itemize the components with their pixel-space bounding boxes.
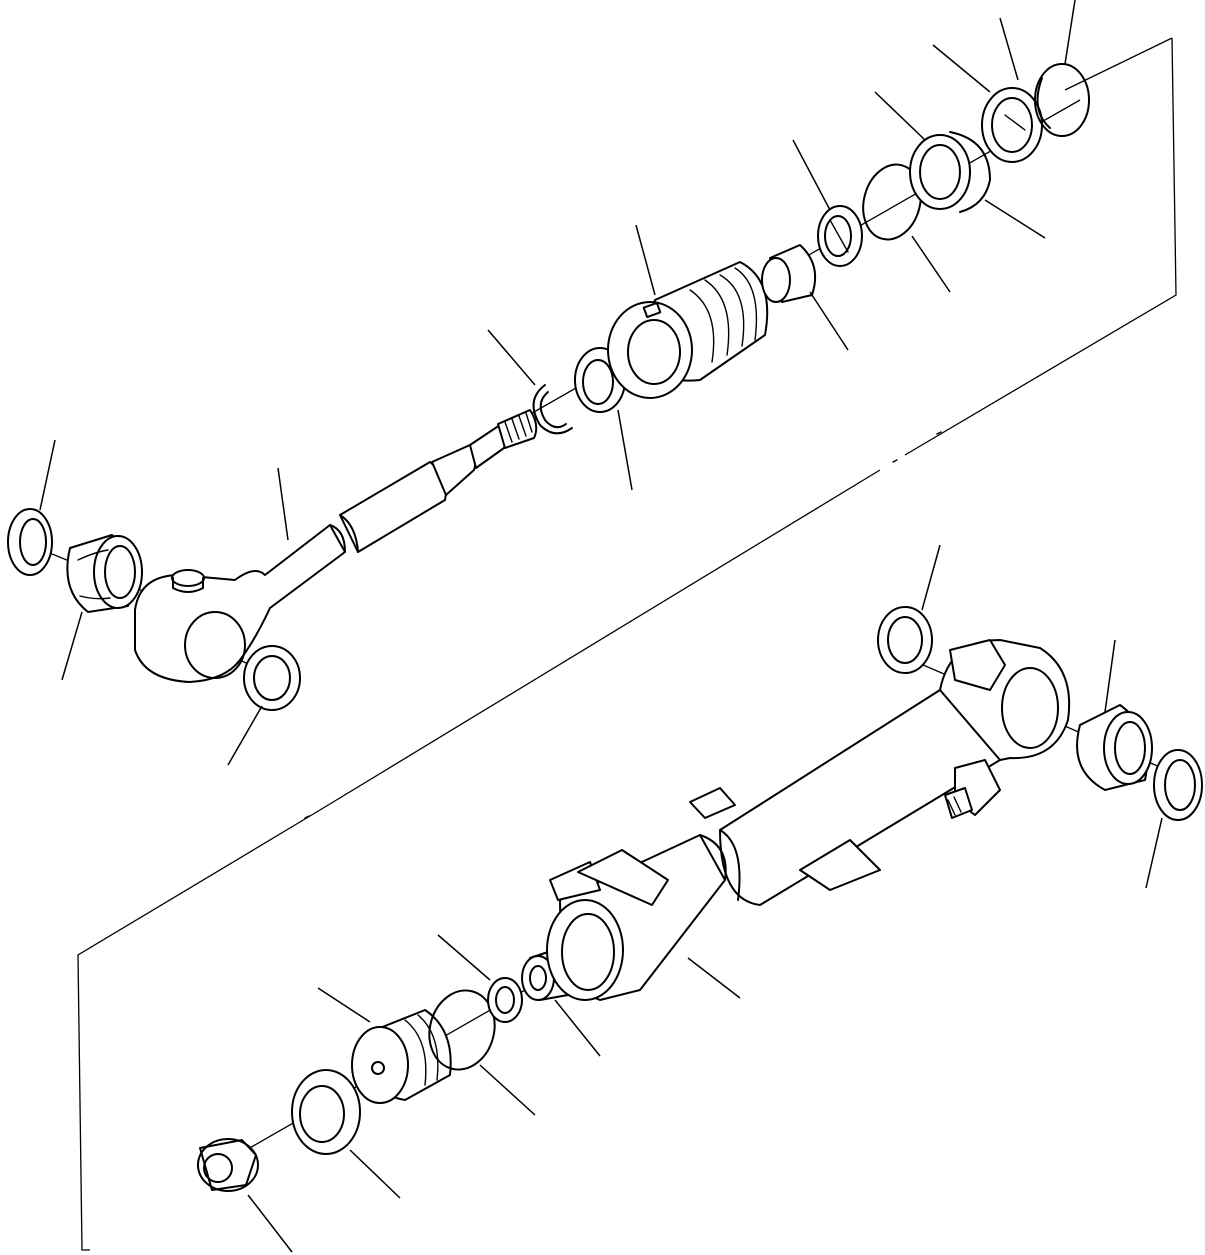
piston-rod: [134, 409, 538, 683]
back-up-ring: [909, 131, 991, 213]
cylinder-tube: [546, 639, 1071, 1001]
dust-seal-left: [7, 508, 53, 576]
rod-seal: [981, 87, 1043, 163]
dust-seal-bottom-right: [1153, 749, 1203, 821]
cylinder-tube-assembly: [197, 606, 1203, 1192]
dust-seal-right: [243, 645, 301, 711]
collar-seal: [487, 977, 523, 1023]
callout-leaders: [39, 0, 1163, 1253]
piston: [607, 261, 769, 399]
wiper-ring: [1034, 63, 1090, 137]
bushing-bottom: [1076, 704, 1153, 791]
piston-rod-assembly: [7, 63, 1090, 711]
piston-seal: [817, 205, 863, 267]
cushion-seal: [291, 1069, 361, 1155]
snap-ring: [532, 384, 573, 435]
piston-nut: [197, 1138, 259, 1192]
o-ring: [862, 163, 922, 241]
assembly-frame: [77, 37, 1177, 1251]
frame-gap-marks: [304, 431, 942, 819]
o-ring-lower: [428, 989, 496, 1071]
dust-seal-bottom-left: [877, 606, 933, 674]
bushing-rod-eye: [66, 534, 143, 613]
wear-ring: [761, 244, 816, 303]
